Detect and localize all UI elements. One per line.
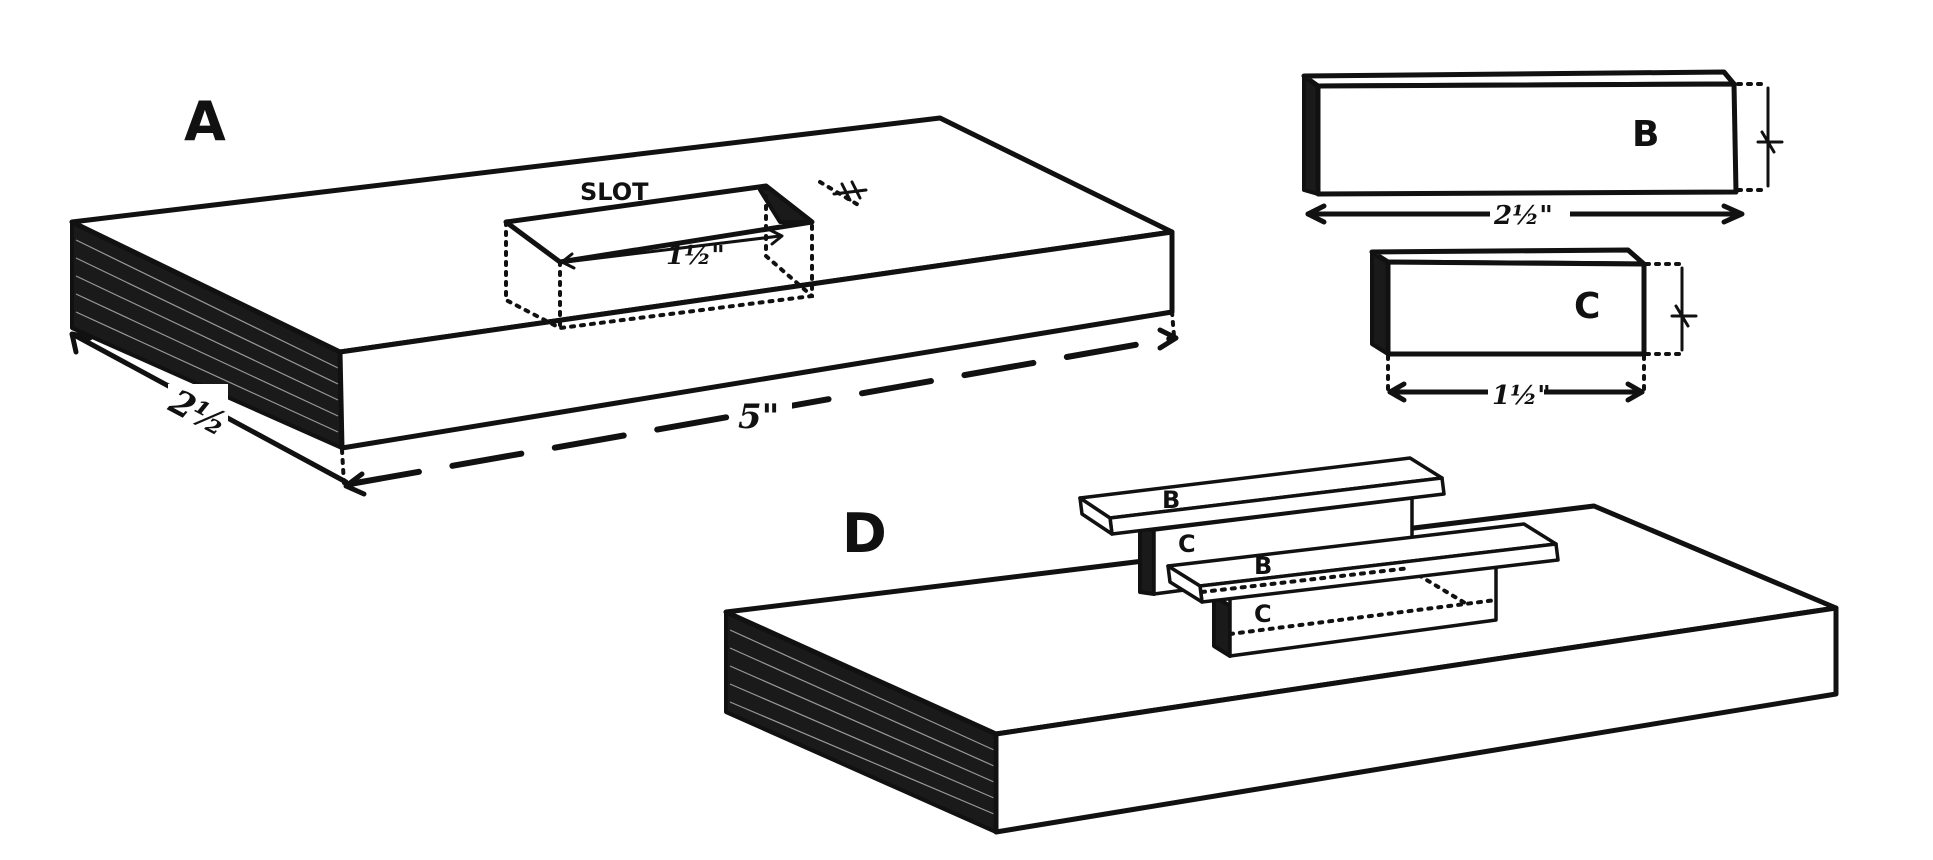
figure-b-thickness-marker	[1736, 82, 1784, 192]
figure-d-lower-c-side	[1212, 594, 1232, 658]
figure-a-slot-shadow	[758, 184, 814, 224]
figure-b-arrow-left	[1305, 203, 1327, 225]
figure-d-lower-b-hidden-line	[1200, 566, 1412, 594]
figure-a-length-extension-right	[1170, 310, 1176, 338]
figure-c: 1½" C	[1369, 247, 1698, 411]
figure-d-base-front-face	[993, 605, 1839, 835]
figure-c-length-text: 1½"	[1492, 381, 1551, 411]
figure-a-width-arrow-top	[69, 331, 93, 355]
figure-b-length-text: 2½"	[1493, 201, 1553, 231]
figure-a-length-arrow-left	[343, 471, 367, 497]
figure-c-arrow-left	[1387, 381, 1407, 403]
figure-a-width-text-bg	[168, 384, 228, 432]
figure-a-slot-length-text: 1½"	[666, 241, 725, 271]
figure-a-slot-width-marker	[818, 180, 868, 208]
figure-a-length-text-bg	[730, 388, 792, 436]
figure-d-end-hatching	[729, 629, 995, 815]
figure-a-slot-hidden-lines	[504, 184, 814, 331]
figure-b-length-text-bg	[1490, 196, 1570, 232]
figure-c-front-face	[1385, 259, 1647, 357]
figure-d-upper-b-end	[1078, 496, 1114, 536]
figure-c-height-marker	[1644, 262, 1698, 356]
figure-b-arrow-right	[1721, 203, 1745, 225]
figure-a-length-text: 5"	[738, 397, 779, 437]
figure-d: B C B C D	[723, 456, 1839, 835]
figure-d-lower-b-label: B	[1254, 552, 1272, 580]
figure-d-upper-c-side	[1138, 526, 1156, 596]
figure-d-label: D	[842, 502, 887, 565]
figure-a-slot-length-dimension	[560, 228, 784, 270]
figure-c-label: C	[1574, 286, 1600, 327]
figure-d-upper-c-label: C	[1178, 530, 1196, 558]
figure-b-front-face	[1315, 81, 1739, 197]
figure-a-length-arrow-right	[1157, 327, 1179, 351]
figure-d-upper-b-label: B	[1162, 486, 1180, 514]
figure-c-length-text-bg	[1488, 376, 1544, 410]
figure-a: 1½" SLOT 5" 2½ A	[69, 90, 1179, 497]
figure-d-lower-b-end	[1166, 564, 1204, 604]
figure-b: 2½" B	[1301, 69, 1784, 232]
figure-c-arrow-right	[1625, 381, 1645, 403]
figure-b-label: B	[1632, 114, 1659, 155]
figure-a-slot-label: SLOT	[580, 178, 649, 206]
figure-a-label: A	[184, 90, 226, 153]
figure-d-lower-c-label: C	[1254, 600, 1272, 628]
figure-a-end-hatching	[75, 239, 339, 433]
